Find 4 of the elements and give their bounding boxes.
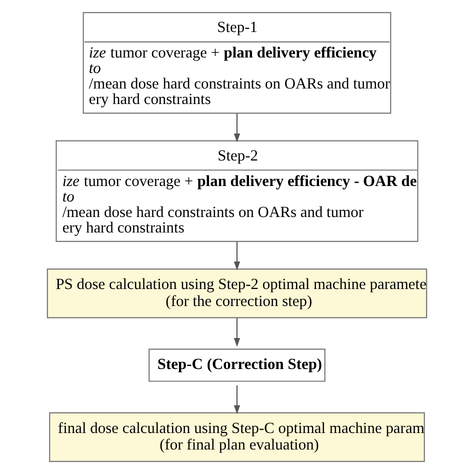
arrow: [234, 242, 240, 270]
arrow: [234, 318, 240, 347]
arrow: [234, 385, 240, 414]
arrow: [234, 113, 240, 142]
